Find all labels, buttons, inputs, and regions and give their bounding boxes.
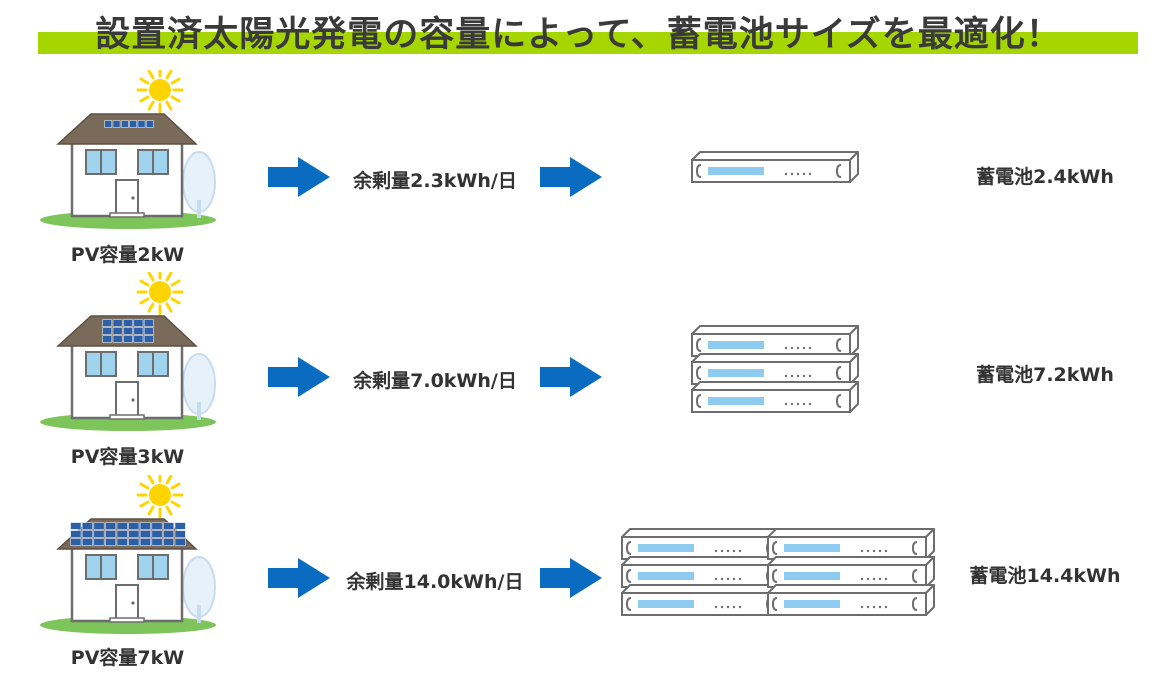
arrow-right-icon (268, 157, 330, 197)
battery-stack-icon (621, 528, 935, 616)
house-icon (40, 475, 216, 634)
battery-unit-icon (691, 381, 859, 413)
step (109, 414, 145, 420)
battery-unit-icon (767, 584, 935, 616)
surplus-label: 余剰量7.0kWh/日 (353, 370, 517, 392)
arrow-right-icon (268, 357, 330, 397)
battery-unit-icon (691, 353, 859, 385)
solar-panel-icon (70, 522, 186, 546)
sun-icon (136, 475, 184, 519)
battery-capacity-label: 蓄電池7.2kWh (976, 364, 1114, 386)
door (115, 179, 139, 215)
tree-trunk (197, 200, 201, 218)
sun-icon (136, 272, 184, 316)
battery-unit-icon (691, 325, 859, 357)
house-roof (56, 113, 198, 145)
tree-trunk (197, 402, 201, 420)
battery-stack-icon (691, 325, 859, 413)
battery-capacity-label: 蓄電池2.4kWh (976, 166, 1114, 188)
step (109, 617, 145, 623)
solar-panel-icon (102, 319, 154, 343)
battery-unit-icon (767, 556, 935, 588)
door (115, 381, 139, 417)
row-pv-2kw: PV容量2kW 余剰量2.3kWh/日 蓄電池2.4kWh (0, 70, 1157, 270)
solar-panel-icon (104, 120, 154, 128)
pv-capacity-label: PV容量7kW (70, 647, 185, 669)
surplus-label: 余剰量14.0kWh/日 (346, 571, 524, 593)
title-highlight-bar (38, 32, 1138, 54)
arrow-right-icon (540, 558, 602, 598)
door (115, 584, 139, 620)
row-pv-3kw: PV容量3kW 余剰量7.0kWh/日 蓄電池7.2kWh (0, 272, 1157, 472)
battery-unit-icon (621, 584, 789, 616)
arrow-right-icon (540, 357, 602, 397)
battery-unit-icon (621, 528, 789, 560)
battery-unit-icon (621, 556, 789, 588)
arrow-right-icon (540, 157, 602, 197)
battery-stack-icon (691, 151, 859, 183)
tree-trunk (197, 605, 201, 623)
arrow-right-icon (268, 558, 330, 598)
pv-capacity-label: PV容量3kW (70, 446, 185, 468)
surplus-label: 余剰量2.3kWh/日 (353, 170, 517, 192)
battery-capacity-label: 蓄電池14.4kWh (969, 565, 1121, 587)
pv-capacity-label: PV容量2kW (70, 244, 185, 266)
house-icon (40, 70, 216, 229)
battery-unit-icon (767, 528, 935, 560)
page-title: 設置済太陽光発電の容量によって、蓄電池サイズを最適化！ (95, 15, 1062, 55)
house-icon (40, 272, 216, 431)
row-pv-7kw: PV容量7kW 余剰量14.0kWh/日 蓄電池14.4kWh (0, 475, 1157, 675)
step (109, 212, 145, 218)
sun-icon (136, 70, 184, 114)
battery-unit-icon (691, 151, 859, 183)
